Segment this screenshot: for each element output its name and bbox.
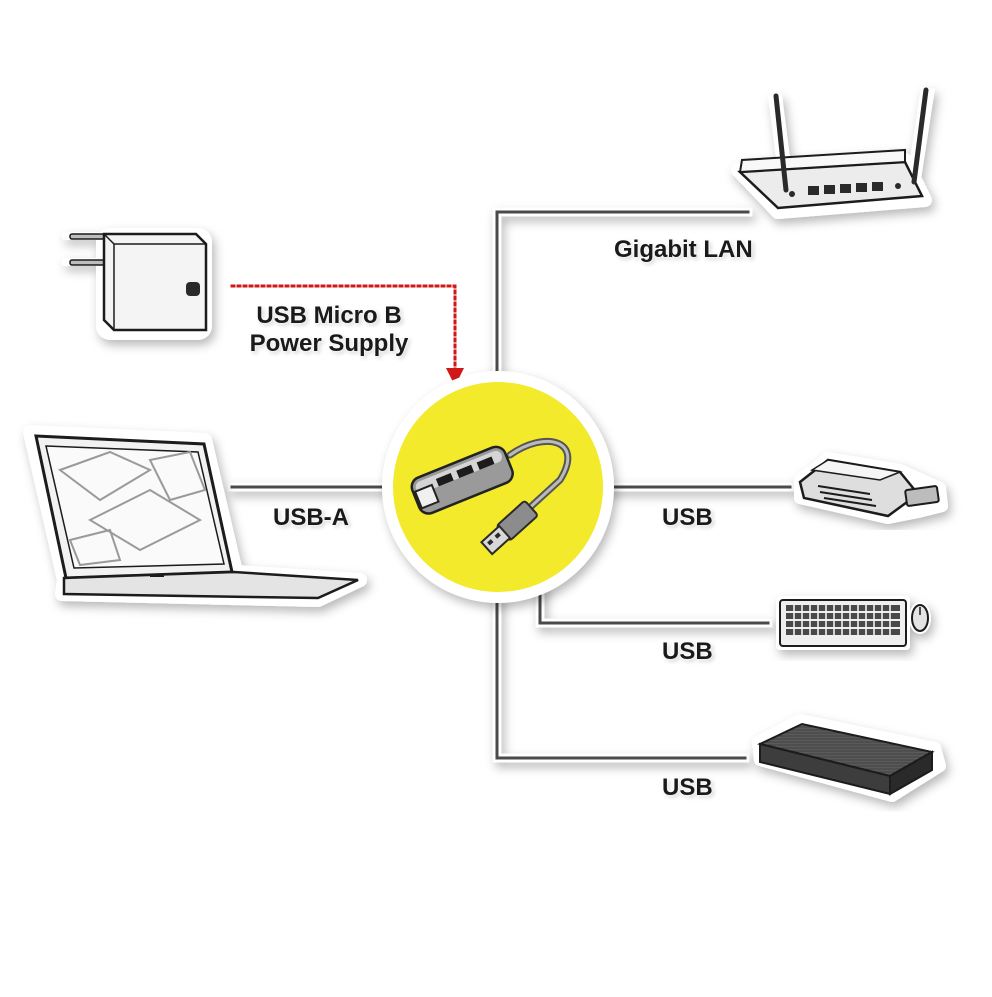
power-label-line2: Power Supply (249, 330, 409, 357)
laptop-icon (23, 425, 367, 607)
usb-label-1: USB (662, 504, 713, 531)
power-arrow-icon (446, 368, 464, 386)
usb-connection-line-3 (495, 593, 747, 760)
card-reader-icon (794, 452, 948, 524)
power-adapter-icon (62, 228, 212, 340)
router-icon (731, 86, 935, 219)
power-label-line1: USB Micro B (256, 302, 402, 329)
usb-a-label: USB-A (273, 504, 349, 531)
usb-label-2: USB (662, 638, 713, 665)
usb-hub-icon (410, 437, 572, 556)
usb-label-3: USB (662, 774, 713, 801)
lan-connection-line (495, 210, 750, 382)
hub-center (382, 371, 614, 603)
gigabit-lan-label: Gigabit LAN (614, 236, 753, 263)
power-supply-line (230, 284, 457, 374)
external-drive-icon (752, 714, 946, 802)
connection-lines (227, 207, 795, 763)
power-supply-label: USB Micro B Power Supply (244, 302, 414, 358)
usb-connection-line-2 (538, 583, 770, 625)
keyboard-mouse-icon (776, 596, 931, 650)
